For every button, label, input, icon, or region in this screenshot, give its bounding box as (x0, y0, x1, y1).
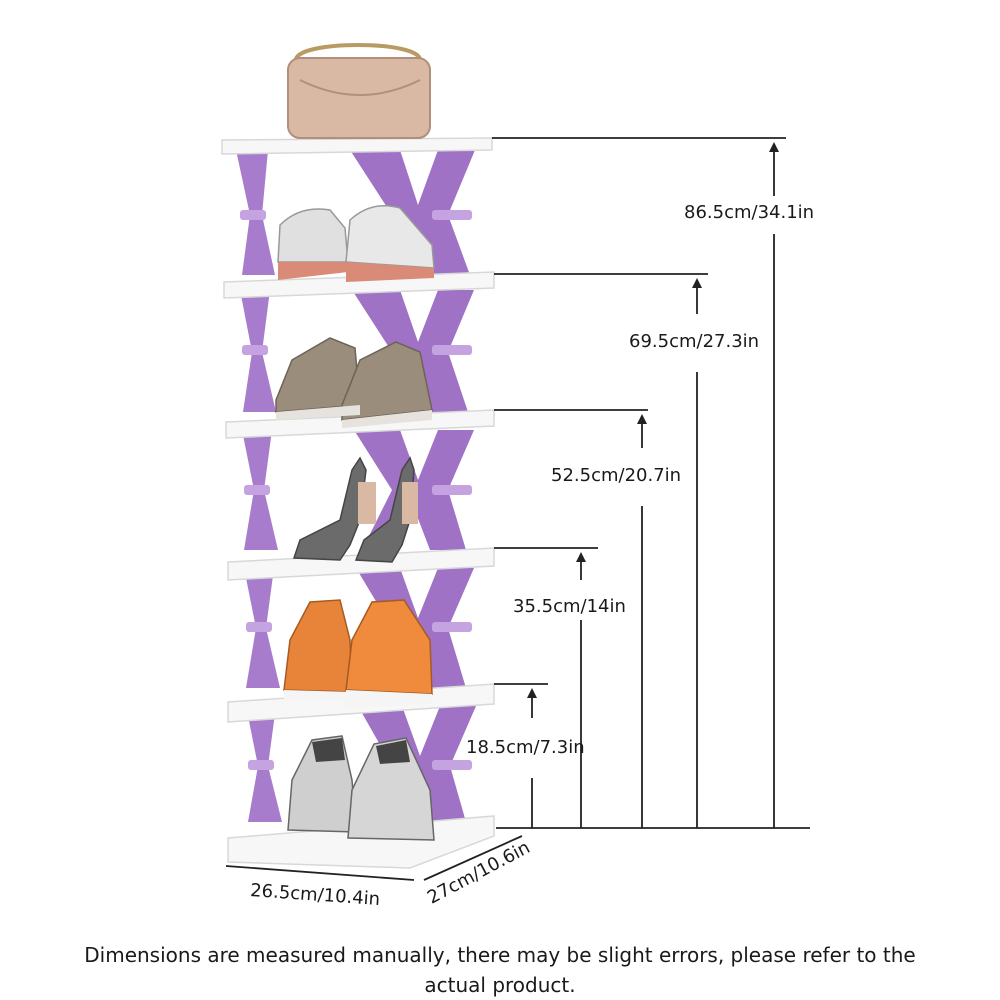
handbag-icon (287, 43, 431, 139)
high-top-sneaker-icon-2 (287, 735, 435, 841)
high-top-sneaker-icon (283, 599, 433, 708)
high-heel-icon (292, 456, 418, 563)
disclaimer-caption: Dimensions are measured manually, there … (84, 943, 916, 997)
height-label-18: 18.5cm/7.3in (466, 737, 585, 758)
frame-connectors (240, 210, 472, 770)
height-label-35: 35.5cm/14in (513, 596, 626, 617)
arrow-up-icon (527, 688, 537, 698)
arrow-up-icon (637, 414, 647, 424)
arrow-up-icon (769, 142, 779, 152)
height-label-86: 86.5cm/34.1in (684, 202, 815, 223)
height-label-52: 52.5cm/20.7in (551, 465, 682, 486)
arrowheads (527, 142, 779, 698)
dimension-lines (225, 137, 810, 881)
arrow-up-icon (692, 278, 702, 288)
shelf-3 (227, 547, 495, 581)
height-label-69: 69.5cm/27.3in (629, 331, 760, 352)
width-line (225, 865, 415, 881)
boot-icon (275, 337, 433, 428)
depth-line (423, 835, 523, 881)
sneaker-icon (277, 205, 435, 282)
arrow-up-icon (576, 552, 586, 562)
